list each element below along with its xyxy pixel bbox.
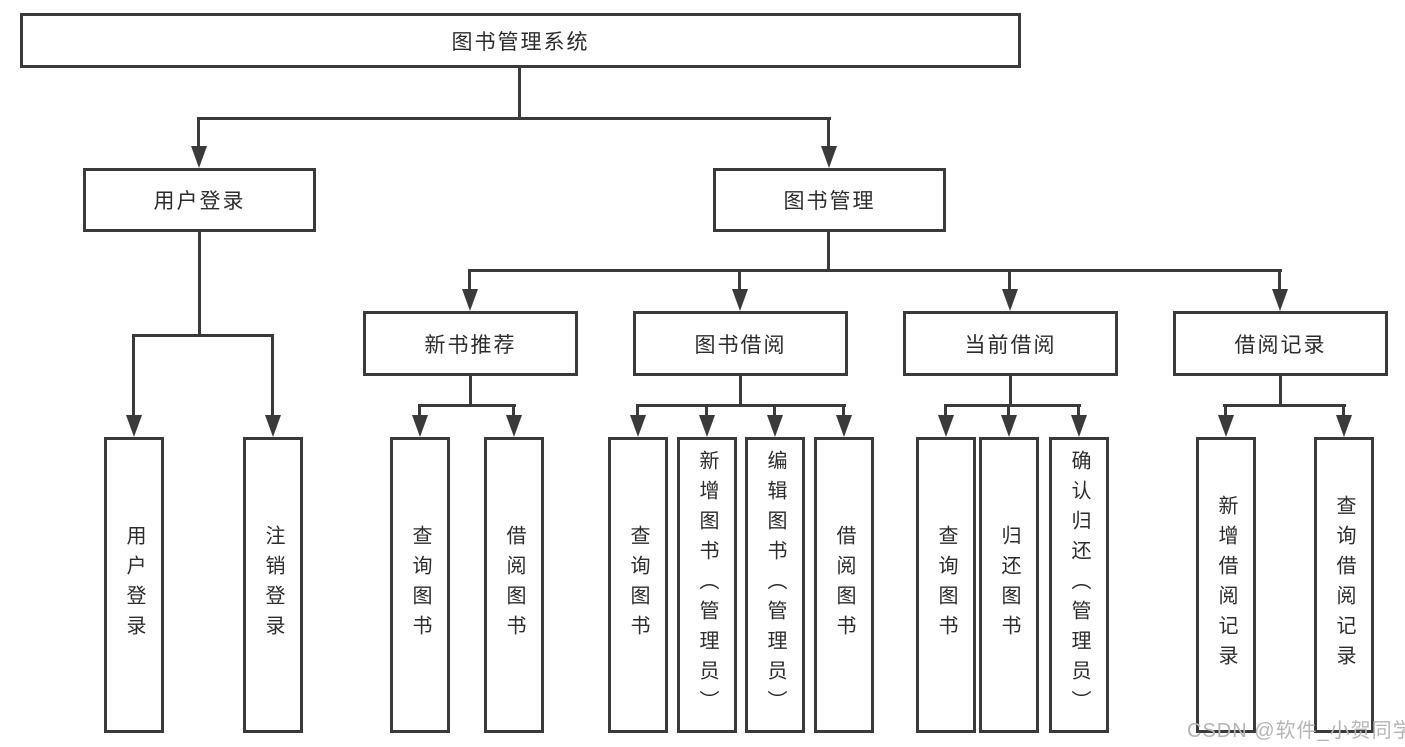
connector-line [1342,406,1345,418]
arrow-down-icon [630,415,646,437]
connector-line [739,376,742,406]
connector-line [1008,271,1011,293]
arrow-down-icon [126,415,142,437]
leaf-add-borrow-record: 新增借阅记录 [1196,437,1256,733]
leaf-borrow-books-recommend: 借阅图书 [484,437,544,733]
arrow-down-icon [1336,415,1352,437]
connector-line [197,117,831,120]
connector-line [636,404,846,407]
arrow-down-icon [191,146,207,168]
leaf-add-books-admin: 新增图书（管理员） [677,437,737,733]
connector-line [469,376,472,406]
connector-line [197,119,200,150]
arrow-down-icon [1001,415,1017,437]
arrow-down-icon [462,289,478,311]
connector-line [418,406,421,418]
node-borrowing-records: 借阅记录 [1173,311,1388,376]
leaf-return-books: 归还图书 [979,437,1039,733]
connector-line [518,68,521,119]
arrow-down-icon [938,415,954,437]
connector-line [944,406,947,418]
connector-line [705,406,708,418]
connector-line [944,404,1081,407]
connector-line [636,406,639,418]
leaf-query-books-borrow: 查询图书 [608,437,668,733]
leaf-confirm-return-admin: 确认归还（管理员） [1049,437,1109,733]
leaf-borrow-books: 借阅图书 [814,437,874,733]
arrow-down-icon [506,415,522,437]
arrow-down-icon [1272,289,1288,311]
connector-line [1009,376,1012,406]
leaf-query-borrow-record: 查询借阅记录 [1314,437,1374,733]
node-new-book-recommend: 新书推荐 [363,311,578,376]
arrow-down-icon [1071,415,1087,437]
arrow-down-icon [1218,415,1234,437]
leaf-user-login: 用户登录 [104,437,164,733]
connector-line [1224,406,1227,418]
connector-line [132,334,274,337]
node-current-borrowing: 当前借阅 [903,311,1118,376]
node-user-login: 用户登录 [83,168,316,232]
arrow-down-icon [836,415,852,437]
arrow-down-icon [821,146,837,168]
csdn-watermark: CSDN @软件_小贺同学 [1187,720,1405,742]
arrow-down-icon [1002,289,1018,311]
arrow-down-icon [265,415,281,437]
leaf-query-books-current: 查询图书 [916,437,976,733]
leaf-edit-books-admin: 编辑图书（管理员） [745,437,805,733]
connector-line [773,406,776,418]
connector-line [1279,376,1282,406]
node-book-management: 图书管理 [713,168,946,232]
connector-line [198,232,201,336]
connector-line [132,336,135,418]
node-library-system: 图书管理系统 [20,13,1021,68]
connector-line [1077,406,1080,418]
arrow-down-icon [699,415,715,437]
connector-line [418,404,516,407]
leaf-logout: 注销登录 [243,437,303,733]
connector-line [827,119,830,150]
connector-line [827,232,830,272]
connector-line [738,271,741,293]
connector-line [271,336,274,418]
connector-line [1278,271,1281,293]
connector-line [468,269,1282,272]
connector-line [1007,406,1010,418]
arrow-down-icon [412,415,428,437]
connector-line [1223,404,1346,407]
connector-line [512,406,515,418]
node-book-borrowing: 图书借阅 [633,311,848,376]
connector-line [842,406,845,418]
arrow-down-icon [767,415,783,437]
connector-line [468,271,471,293]
leaf-query-books-recommend: 查询图书 [390,437,450,733]
arrow-down-icon [732,289,748,311]
